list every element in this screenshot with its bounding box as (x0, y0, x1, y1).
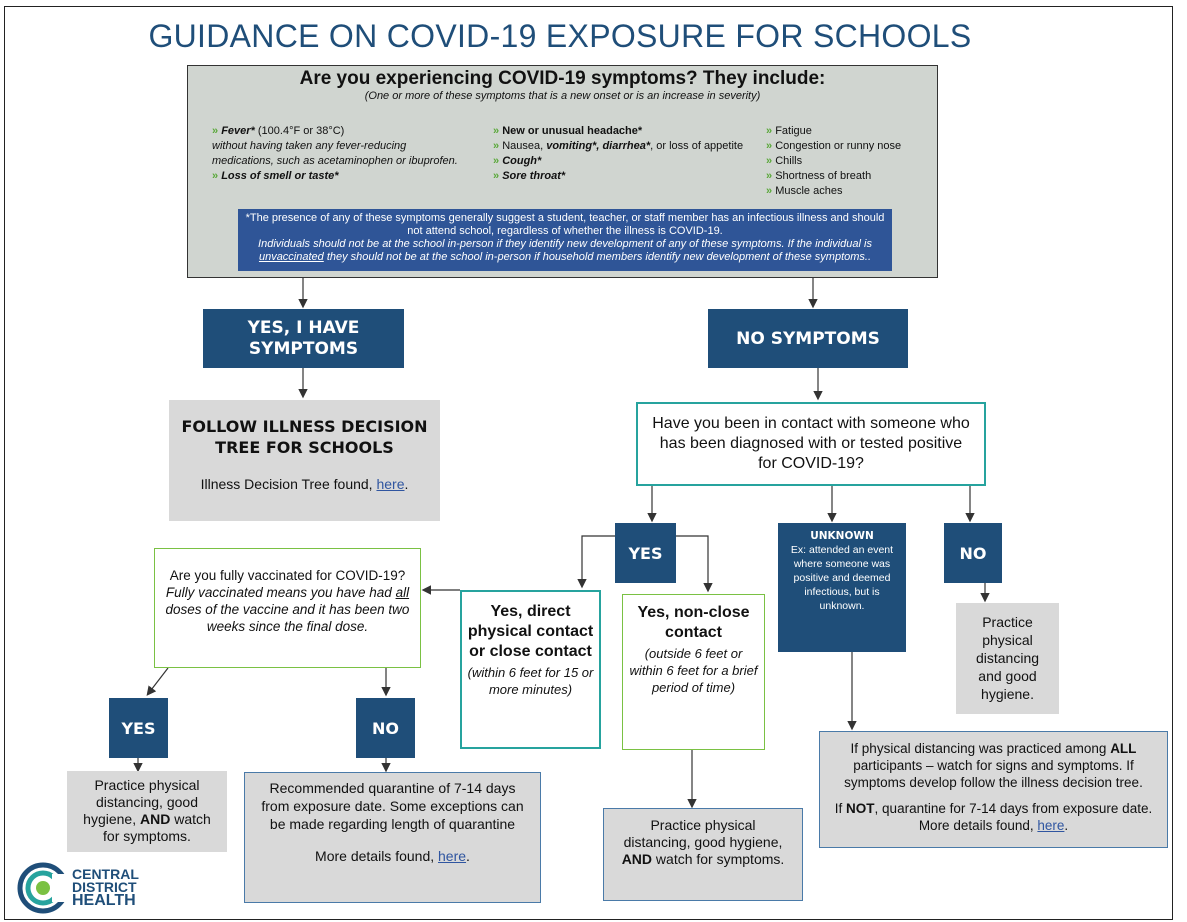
close-contact-detail: (within 6 feet for 15 or more minutes) (467, 665, 594, 697)
non-close-detail: (outside 6 feet or within 6 feet for a b… (629, 646, 758, 695)
unknown-advice-all: ALL (1110, 741, 1137, 756)
symptoms-subtitle: (One or more of these symptoms that is a… (364, 90, 761, 102)
symptom-fever-detail: (100.4°F or 38°C) (254, 125, 345, 137)
symptom-cough: Cough* (502, 155, 542, 167)
symptom-chills: Chills (775, 155, 803, 167)
vaccinated-yes-advice-a: Practice physical distancing, good hygie… (83, 777, 200, 827)
symptom-fatigue: Fatigue (775, 125, 812, 137)
vaccinated-question: Are you fully vaccinated for COVID-19? (169, 568, 406, 583)
quarantine-link[interactable]: here (438, 848, 467, 864)
illness-tree-text: Illness Decision Tree found, (200, 476, 377, 492)
contact-yes-box: YES (615, 523, 676, 583)
illness-tree-title: FOLLOW ILLNESS DECISION TREE FOR SCHOOLS (181, 417, 428, 457)
vaccinated-note-b: doses of the vaccine and it has been two… (165, 602, 410, 634)
vaccinated-yes-box: YES (109, 698, 168, 758)
illness-tree-link[interactable]: here (376, 476, 405, 492)
symptom-fever-note-2: medications, such as acetaminophen or ib… (212, 155, 458, 167)
symptom-muscle-aches: Muscle aches (775, 185, 843, 197)
symptom-fever-note-1: without having taken any fever-reducing (212, 140, 407, 152)
unknown-advice-box: If physical distancing was practiced amo… (819, 731, 1168, 848)
close-contact-box: Yes, direct physical contact or close co… (460, 590, 601, 749)
vaccinated-note-a: Fully vaccinated means you have had (165, 585, 396, 600)
vaccinated-question-box: Are you fully vaccinated for COVID-19? F… (154, 548, 421, 668)
symptoms-question: Are you experiencing COVID-19 symptoms? … (299, 68, 826, 89)
symptom-headache: New or unusual headache* (502, 125, 643, 137)
symptoms-note: *The presence of any of these symptoms g… (238, 209, 892, 271)
non-close-title: Yes, non-close contact (637, 604, 750, 641)
quarantine-box: Recommended quarantine of 7-14 days from… (244, 772, 541, 903)
symptom-throat: Sore throat* (502, 170, 566, 182)
unknown-advice-p1c: participants – watch for signs and sympt… (844, 758, 1143, 790)
unknown-title: UNKNOWN (810, 530, 874, 542)
illness-tree-end: . (404, 476, 409, 492)
vaccinated-note-all: all (395, 585, 410, 600)
quarantine-text: Recommended quarantine of 7-14 days from… (261, 780, 524, 832)
unknown-advice-not: NOT (846, 801, 875, 816)
contact-no-box: NO (944, 523, 1002, 583)
symptom-fever: Fever* (221, 125, 255, 137)
symptom-congestion: Congestion or runny nose (775, 140, 902, 152)
logo-line-2: DISTRICT (72, 879, 137, 895)
arrow-to-vacc-yes (146, 667, 169, 696)
symptom-shortness-of-breath: Shortness of breath (775, 170, 872, 182)
symptoms-column-2: » New or unusual headache* » Nausea, vom… (493, 125, 744, 182)
logo-line-3: HEALTH (72, 892, 136, 909)
non-close-contact-box: Yes, non-close contact (outside 6 feet o… (622, 594, 765, 750)
close-contact-title: Yes, direct physical contact or close co… (467, 603, 594, 660)
non-close-advice-box: Practice physical distancing, good hygie… (603, 808, 803, 901)
unknown-advice-p2c: , quarantine for 7-14 days from exposure… (874, 801, 1153, 833)
symptoms-column-1: » Fever* (100.4°F or 38°C) without havin… (212, 125, 458, 182)
arrow-to-non-close (676, 535, 713, 593)
page-frame (4, 6, 1173, 920)
vaccinated-yes-advice-c: watch for symptoms. (103, 811, 211, 844)
central-district-health-logo: CENTRAL DISTRICT HEALTH (16, 862, 146, 914)
unknown-box: UNKNOWN Ex: attended an event where some… (778, 523, 906, 652)
symptoms-note-unvaccinated: unvaccinated (258, 251, 324, 263)
non-close-advice-a: Practice physical distancing, good hygie… (623, 817, 783, 850)
symptom-nausea: Nausea, (502, 140, 547, 152)
symptoms-note-line-1: *The presence of any of these symptoms g… (245, 212, 885, 237)
illness-tree-box: FOLLOW ILLNESS DECISION TREE FOR SCHOOLS… (169, 400, 440, 521)
quarantine-end: . (466, 848, 470, 864)
symptoms-note-line-2: Individuals should not be at the school … (258, 238, 872, 250)
no-symptoms-box: NO SYMPTOMS (708, 309, 908, 368)
quarantine-more: More details found, (315, 848, 439, 864)
non-close-advice-c: watch for symptoms. (652, 851, 785, 867)
vaccinated-yes-advice-and: AND (140, 811, 171, 827)
symptoms-note-line-2-end: they should not be at the school in-pers… (323, 251, 872, 263)
unknown-advice-end: . (1064, 818, 1069, 833)
unknown-text: Ex: attended an event where someone was … (790, 544, 894, 612)
arrow-to-close-contact (577, 535, 615, 589)
no-contact-advice-box: Practice physical distancing and good hy… (956, 603, 1059, 714)
non-close-advice-and: AND (621, 851, 653, 867)
symptom-vomiting: vomiting*, diarrhea* (546, 140, 651, 152)
page-title: GUIDANCE ON COVID-19 EXPOSURE FOR SCHOOL… (148, 18, 972, 54)
vaccinated-yes-advice-box: Practice physical distancing, good hygie… (67, 771, 227, 852)
symptom-appetite: , or loss of appetite (650, 140, 744, 152)
symptoms-column-3: » Fatigue » Congestion or runny nose » C… (766, 125, 902, 197)
symptom-smell: Loss of smell or taste* (221, 170, 339, 182)
logo-mark-icon (17, 862, 70, 914)
unknown-advice-p2a: If (834, 801, 847, 816)
yes-symptoms-box: YES, I HAVE SYMPTOMS (203, 309, 404, 368)
unknown-advice-p1a: If physical distancing was practiced amo… (850, 741, 1111, 756)
contact-question-box: Have you been in contact with someone wh… (636, 402, 986, 486)
unknown-advice-link[interactable]: here (1037, 818, 1065, 833)
symptoms-box: Are you experiencing COVID-19 symptoms? … (187, 65, 938, 278)
logo-line-1: CENTRAL (72, 866, 139, 882)
vaccinated-no-box: NO (356, 698, 415, 758)
